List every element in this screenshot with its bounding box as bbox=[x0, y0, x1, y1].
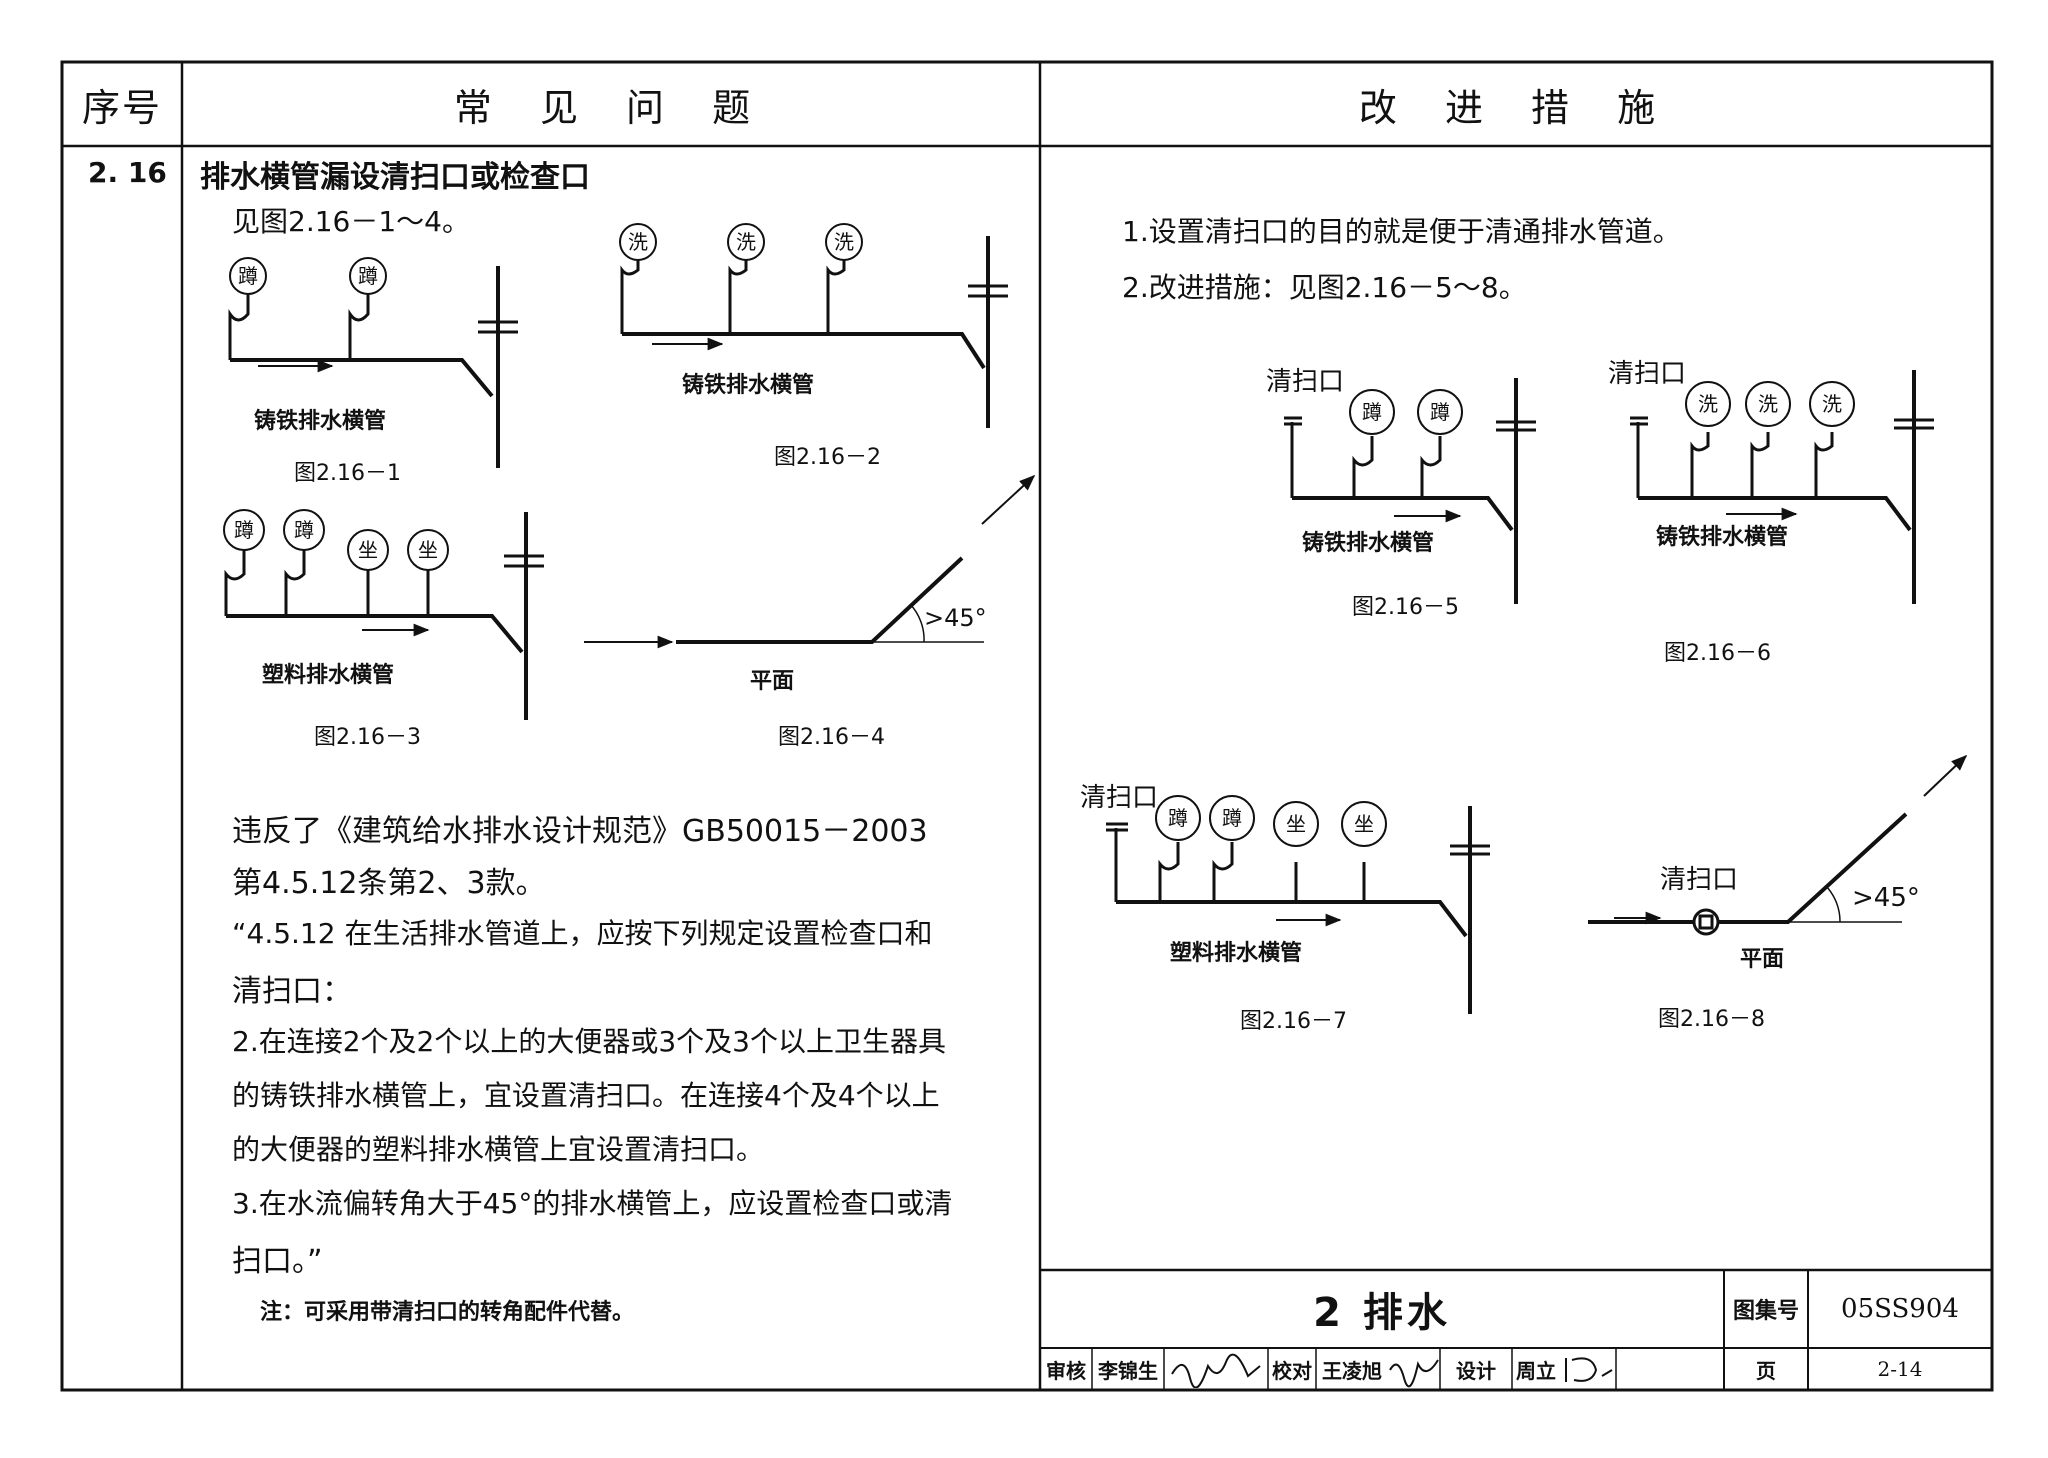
fixture-label: 蹲 bbox=[1168, 806, 1188, 830]
designer-signature bbox=[1565, 1357, 1613, 1382]
fixture-label: 坐 bbox=[1286, 812, 1306, 836]
pipe-label-1: 铸铁排水横管 bbox=[254, 408, 386, 434]
fixture-label: 蹲 bbox=[358, 264, 378, 288]
fix-item-2: 2.改进措施：见图2.16－5～8。 bbox=[1122, 271, 1527, 304]
caption-fig-7: 图2.16－7 bbox=[1240, 1009, 1347, 1034]
plan-label-4: 平面 bbox=[750, 669, 794, 694]
pipe-label-7: 塑料排水横管 bbox=[1170, 940, 1302, 966]
fixture-label: 蹲 bbox=[1222, 806, 1242, 830]
chapter-title: 2 排水 bbox=[1313, 1290, 1451, 1336]
problem-line: 第4.5.12条第2、3款。 bbox=[232, 866, 546, 901]
see-figures-text: 见图2.16－1～4。 bbox=[232, 205, 470, 238]
designer-name: 周立 bbox=[1516, 1358, 1556, 1383]
fix-item-1: 1.设置清扫口的目的就是便于清通排水管道。 bbox=[1122, 215, 1681, 248]
fix-diagrams: 蹲 蹲 洗 洗 洗 蹲 蹲 坐 坐 清扫口 清扫口 清扫口 清扫口 铸铁排水横管… bbox=[1080, 359, 1968, 1034]
fixture-label: 蹲 bbox=[234, 518, 254, 542]
caption-fig-6: 图2.16－6 bbox=[1664, 641, 1771, 666]
problem-line: 的大便器的塑料排水横管上宜设置清扫口。 bbox=[232, 1133, 765, 1166]
cleanout-label-6: 清扫口 bbox=[1608, 359, 1686, 389]
problem-line: 扫口。” bbox=[232, 1244, 323, 1279]
pipe-label-3: 塑料排水横管 bbox=[262, 662, 394, 688]
fixture-label: 蹲 bbox=[1362, 400, 1382, 424]
caption-fig-1: 图2.16－1 bbox=[294, 461, 401, 486]
checker-signature bbox=[1389, 1359, 1439, 1388]
caption-fig-2: 图2.16－2 bbox=[774, 445, 881, 470]
angle-label-8: >45° bbox=[1852, 883, 1920, 913]
fixture-label: 洗 bbox=[736, 230, 756, 254]
caption-fig-3: 图2.16－3 bbox=[314, 725, 421, 750]
reviewer-name: 李锦生 bbox=[1098, 1358, 1158, 1383]
cleanout-label-7: 清扫口 bbox=[1080, 783, 1158, 813]
pipe-label-5: 铸铁排水横管 bbox=[1302, 530, 1434, 556]
pipe-label-6: 铸铁排水横管 bbox=[1656, 524, 1788, 550]
page-number: 2-14 bbox=[1877, 1357, 1923, 1381]
problem-line: 清扫口： bbox=[232, 974, 352, 1009]
header-col-fix: 改 进 措 施 bbox=[1358, 85, 1674, 130]
atlas-number: 05SS904 bbox=[1841, 1294, 1959, 1324]
review-label: 审核 bbox=[1046, 1358, 1086, 1383]
problem-line: 的铸铁排水横管上，宜设置清扫口。在连接4个及4个以上 bbox=[232, 1079, 940, 1112]
fixture-label: 蹲 bbox=[238, 264, 258, 288]
problem-line: 违反了《建筑给水排水设计规范》GB50015－2003 bbox=[232, 814, 928, 849]
pipe-label-2: 铸铁排水横管 bbox=[682, 372, 814, 398]
cleanout-label-5: 清扫口 bbox=[1266, 367, 1344, 397]
caption-fig-5: 图2.16－5 bbox=[1352, 595, 1459, 620]
fixture-label: 蹲 bbox=[294, 518, 314, 542]
problem-line: 3.在水流偏转角大于45°的排水横管上，应设置检查口或清 bbox=[232, 1187, 953, 1220]
fixture-label: 洗 bbox=[1822, 392, 1842, 416]
fixture-label: 坐 bbox=[358, 538, 378, 562]
atlas-label: 图集号 bbox=[1732, 1299, 1799, 1324]
section-title: 排水横管漏设清扫口或检查口 bbox=[200, 160, 590, 195]
problem-diagrams: 蹲 蹲 洗 洗 洗 蹲 蹲 坐 坐 铸铁排水横管 图2.16－1 铸铁排水横管 … bbox=[223, 223, 1036, 750]
section-number: 2. 16 bbox=[88, 156, 167, 189]
angle-label-4: >45° bbox=[924, 604, 987, 632]
fixture-label: 坐 bbox=[418, 538, 438, 562]
page-label: 页 bbox=[1756, 1358, 1776, 1383]
problem-line: “4.5.12 在生活排水管道上，应按下列规定设置检查口和 bbox=[232, 917, 933, 950]
caption-fig-8: 图2.16－8 bbox=[1658, 1007, 1765, 1032]
reviewer-signature bbox=[1171, 1353, 1261, 1388]
design-label: 设计 bbox=[1456, 1358, 1496, 1383]
header-col-problem: 常 见 问 题 bbox=[453, 85, 769, 130]
cleanout-label-8: 清扫口 bbox=[1660, 865, 1738, 895]
fixture-label: 蹲 bbox=[1430, 400, 1450, 424]
note-text: 注：可采用带清扫口的转角配件代替。 bbox=[260, 1300, 635, 1325]
plan-label-8: 平面 bbox=[1740, 947, 1784, 972]
fixture-label: 洗 bbox=[834, 230, 854, 254]
fixture-label: 洗 bbox=[1698, 392, 1718, 416]
caption-fig-4: 图2.16－4 bbox=[778, 725, 885, 750]
fixture-label: 洗 bbox=[628, 230, 648, 254]
problem-line: 2.在连接2个及2个以上的大便器或3个及3个以上卫生器具 bbox=[232, 1025, 946, 1058]
fixture-label: 洗 bbox=[1758, 392, 1778, 416]
check-label: 校对 bbox=[1272, 1358, 1312, 1383]
checker-name: 王凌旭 bbox=[1322, 1358, 1382, 1383]
header-col-no: 序号 bbox=[81, 85, 162, 130]
fixture-label: 坐 bbox=[1354, 812, 1374, 836]
